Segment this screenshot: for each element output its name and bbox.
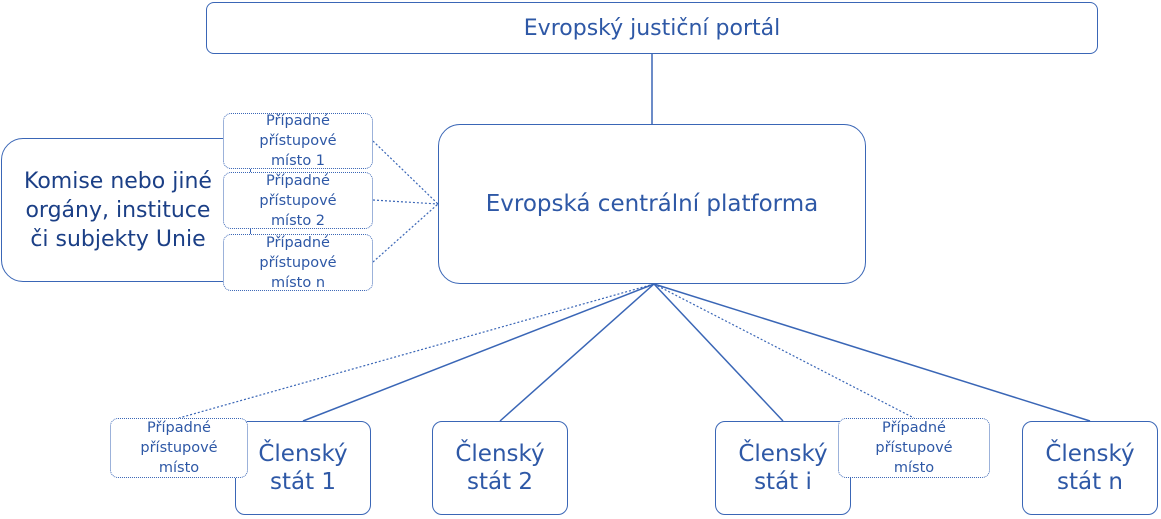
member-state-n-box: Členský stát n bbox=[1022, 421, 1158, 515]
member-state-n-connector bbox=[653, 283, 1091, 422]
member-state-1-access-point-box: Případné přístupové místo bbox=[110, 418, 248, 478]
access-point-1-connector bbox=[372, 140, 439, 205]
access-point-2-connector bbox=[372, 199, 439, 205]
union-bodies-box: Komise nebo jiné orgány, instituce či su… bbox=[1, 138, 251, 282]
member-state-1-label: Členský stát 1 bbox=[258, 441, 348, 495]
member-state-access-point-connector bbox=[178, 283, 655, 419]
member-state-2-connector bbox=[499, 283, 655, 422]
european-central-platform-box: Evropská centrální platforma bbox=[438, 124, 866, 284]
member-state-1-connector bbox=[302, 283, 655, 422]
member-state-i-access-point-connector bbox=[653, 283, 915, 419]
member-state-i-label: Členský stát i bbox=[738, 441, 828, 495]
access-point-1-label: Případné přístupové místo 1 bbox=[259, 113, 337, 169]
member-state-1-box: Členský stát 1 bbox=[235, 421, 371, 515]
access-point-n-connector bbox=[372, 203, 439, 263]
european-justice-portal-label: Evropský justiční portál bbox=[523, 15, 781, 41]
member-state-i-box: Členský stát i bbox=[715, 421, 851, 515]
member-state-2-box: Členský stát 2 bbox=[432, 421, 568, 515]
access-point-2-label: Případné přístupové místo 2 bbox=[259, 172, 337, 229]
member-state-2-label: Členský stát 2 bbox=[455, 441, 545, 495]
access-point-n-box: Případné přístupové místo n bbox=[223, 234, 373, 291]
access-point-n-label: Případné přístupové místo n bbox=[259, 234, 337, 291]
european-central-platform-label: Evropská centrální platforma bbox=[485, 191, 819, 217]
member-state-i-access-point-box: Případné přístupové místo bbox=[838, 418, 990, 478]
member-state-i-connector bbox=[653, 283, 784, 422]
member-state-n-label: Členský stát n bbox=[1045, 441, 1135, 495]
union-bodies-label: Komise nebo jiné orgány, instituce či su… bbox=[24, 168, 212, 252]
access-point-1-box: Případné přístupové místo 1 bbox=[223, 113, 373, 169]
european-justice-portal-box: Evropský justiční portál bbox=[206, 2, 1098, 54]
member-state-i-access-point-label: Případné přístupové místo bbox=[875, 420, 953, 476]
access-point-2-box: Případné přístupové místo 2 bbox=[223, 172, 373, 229]
member-state-1-access-point-label: Případné přístupové místo bbox=[140, 420, 218, 476]
